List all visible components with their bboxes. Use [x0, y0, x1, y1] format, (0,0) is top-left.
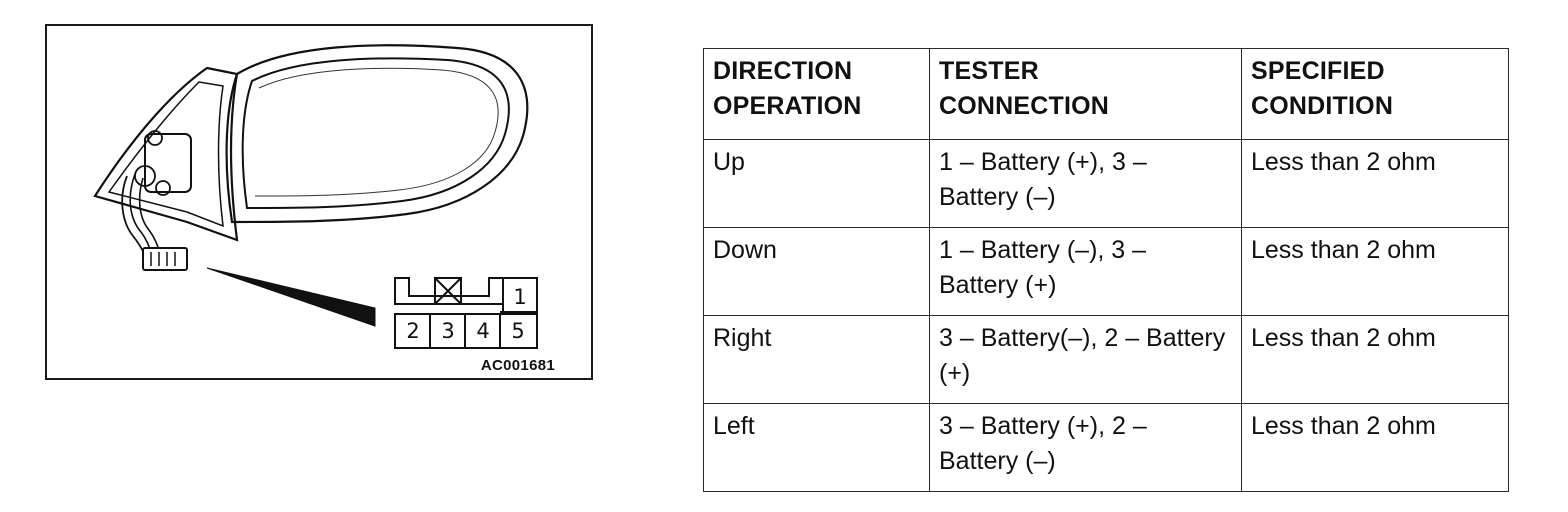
- table-row: Down 1 – Battery (–), 3 – Battery (+) Le…: [703, 227, 1509, 316]
- connector-pin-5-label: 5: [511, 319, 525, 343]
- table-row: Right 3 – Battery(–), 2 – Battery (+) Le…: [703, 315, 1509, 404]
- connector-pin-3-label: 3: [441, 319, 455, 343]
- table-row: Left 3 – Battery (+), 2 – Battery (–) Le…: [703, 403, 1509, 492]
- mirror-glass: [241, 57, 510, 210]
- mirror-motor-test-table: DIRECTION OPERATION TESTER CONNECTION SP…: [703, 48, 1509, 492]
- mirror-housing: [225, 44, 529, 224]
- table-row: Up 1 – Battery (+), 3 – Battery (–) Less…: [703, 139, 1509, 228]
- header-tester-connection: TESTER CONNECTION: [929, 48, 1242, 140]
- cell-tester-connection: 1 – Battery (+), 3 – Battery (–): [929, 139, 1242, 228]
- header-line: CONDITION: [1251, 92, 1394, 120]
- cell-specified-condition: Less than 2 ohm: [1241, 403, 1509, 492]
- connector-pin-1-label: 1: [513, 285, 527, 309]
- header-direction-operation: DIRECTION OPERATION: [703, 48, 930, 140]
- header-line: CONNECTION: [939, 92, 1110, 120]
- cell-specified-condition: Less than 2 ohm: [1241, 315, 1509, 404]
- header-line: TESTER: [939, 57, 1039, 85]
- cell-specified-condition: Less than 2 ohm: [1241, 139, 1509, 228]
- cell-direction: Up: [703, 139, 930, 228]
- cell-direction: Down: [703, 227, 930, 316]
- mirror-connector-plug: [142, 247, 188, 271]
- figure-code: AC001681: [480, 357, 555, 374]
- cell-direction: Right: [703, 315, 930, 404]
- mirror-illustration-panel: 1 2 3 4 5 AC001681: [45, 24, 593, 380]
- header-line: OPERATION: [713, 92, 862, 120]
- header-specified-condition: SPECIFIED CONDITION: [1241, 48, 1509, 140]
- mirror-base-bracket: [93, 66, 239, 242]
- connector-pin-2-label: 2: [406, 319, 420, 343]
- cell-tester-connection: 3 – Battery(–), 2 – Battery (+): [929, 315, 1242, 404]
- callout-pointer: [206, 267, 376, 327]
- cell-specified-condition: Less than 2 ohm: [1241, 227, 1509, 316]
- connector-face-diagram: [394, 277, 538, 349]
- header-line: SPECIFIED: [1251, 57, 1385, 85]
- header-line: DIRECTION: [713, 57, 853, 85]
- table-header-row: DIRECTION OPERATION TESTER CONNECTION SP…: [703, 48, 1509, 140]
- cell-direction: Left: [703, 403, 930, 492]
- connector-pin-4-label: 4: [476, 319, 490, 343]
- cell-tester-connection: 1 – Battery (–), 3 – Battery (+): [929, 227, 1242, 316]
- cell-tester-connection: 3 – Battery (+), 2 – Battery (–): [929, 403, 1242, 492]
- mirror-drawing: [93, 44, 538, 349]
